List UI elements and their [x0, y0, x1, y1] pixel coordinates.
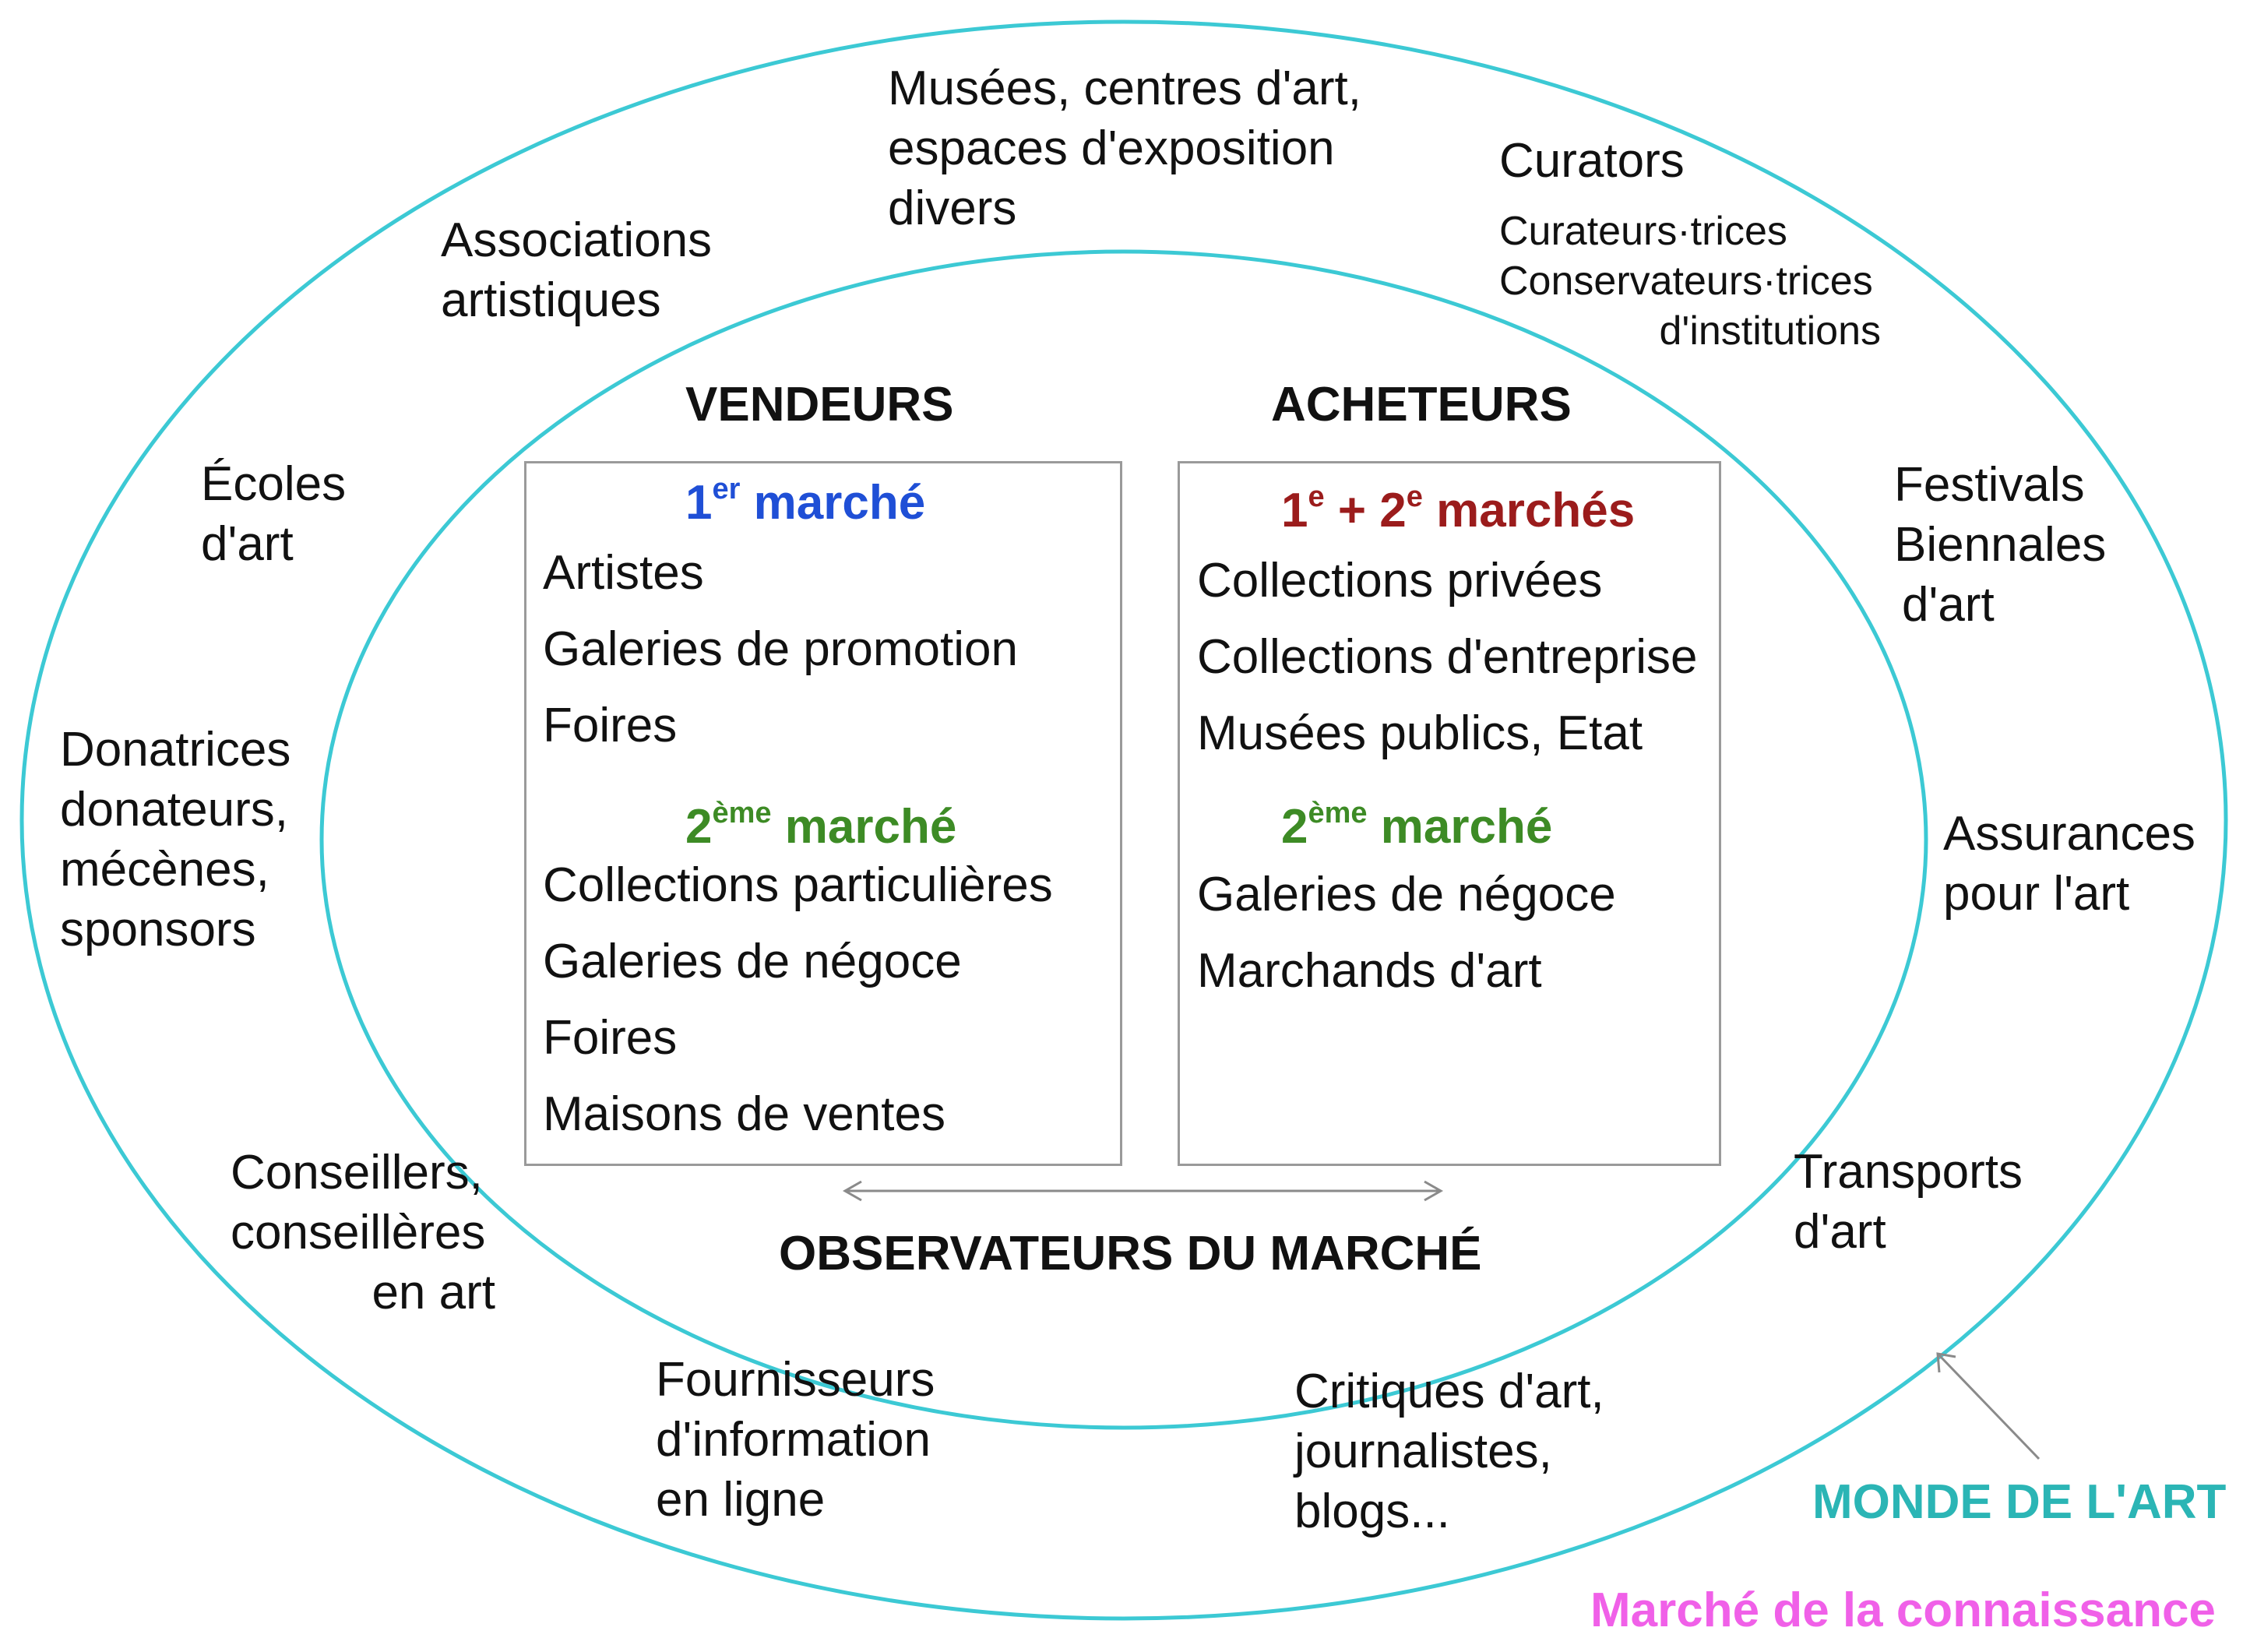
label-conseillers: Conseillers, conseillères en art [231, 1146, 495, 1319]
acheteurs-item-galeries-negoce: Galeries de négoce [1197, 868, 1616, 921]
label-musees: Musées, centres d'art,espaces d'expositi… [888, 62, 1361, 235]
label-critiques: Critiques d'art,journalistes,blogs... [1294, 1365, 1604, 1538]
label-curators-detail: Curateurs·trices Conservateurs·trices d'… [1499, 209, 1881, 354]
double-arrow [842, 1180, 1444, 1202]
vendeurs-second-market-title: 2ème marché [685, 797, 957, 854]
vendeurs-item-galeries-promotion: Galeries de promotion [543, 622, 1018, 676]
acheteurs-heading: ACHETEURS [1271, 378, 1572, 431]
vendeurs-item-galeries-negoce: Galeries de négoce [543, 935, 962, 988]
acheteurs-item-marchands: Marchands d'art [1197, 944, 1542, 998]
vendeurs-box [524, 461, 1122, 1166]
acheteurs-second-market-title: 2ème marché [1281, 797, 1553, 854]
acheteurs-item-collections-entreprise: Collections d'entreprise [1197, 630, 1698, 684]
inner-ellipse-marche [319, 249, 1928, 1430]
vendeurs-heading: VENDEURS [685, 378, 954, 431]
outer-ellipse-monde-de-l-art [19, 19, 2228, 1621]
acheteurs-box [1178, 461, 1721, 1166]
acheteurs-both-markets-title: 1e + 2e marchés [1281, 481, 1636, 537]
vendeurs-item-collections-particulieres: Collections particulières [543, 858, 1053, 912]
vendeurs-item-foires-1: Foires [543, 699, 678, 752]
legend-monde-de-l-art: MONDE DE L'ART [1812, 1475, 2227, 1529]
vendeurs-item-artistes: Artistes [543, 546, 704, 600]
vendeurs-first-market-title: 1er marché [685, 473, 926, 530]
acheteurs-item-musees-publics: Musées publics, Etat [1197, 706, 1643, 760]
vendeurs-item-maisons-ventes: Maisons de ventes [543, 1087, 945, 1141]
acheteurs-item-collections-privees: Collections privées [1197, 554, 1603, 608]
label-curators-title: Curators [1499, 134, 1685, 188]
legend-marche-connaissance: Marché de la connaissance [1590, 1583, 2216, 1637]
observateurs-heading: OBSERVATEURS DU MARCHÉ [779, 1227, 1482, 1280]
vendeurs-item-foires-2: Foires [543, 1011, 678, 1065]
pointer-arrow [1936, 1352, 2041, 1460]
